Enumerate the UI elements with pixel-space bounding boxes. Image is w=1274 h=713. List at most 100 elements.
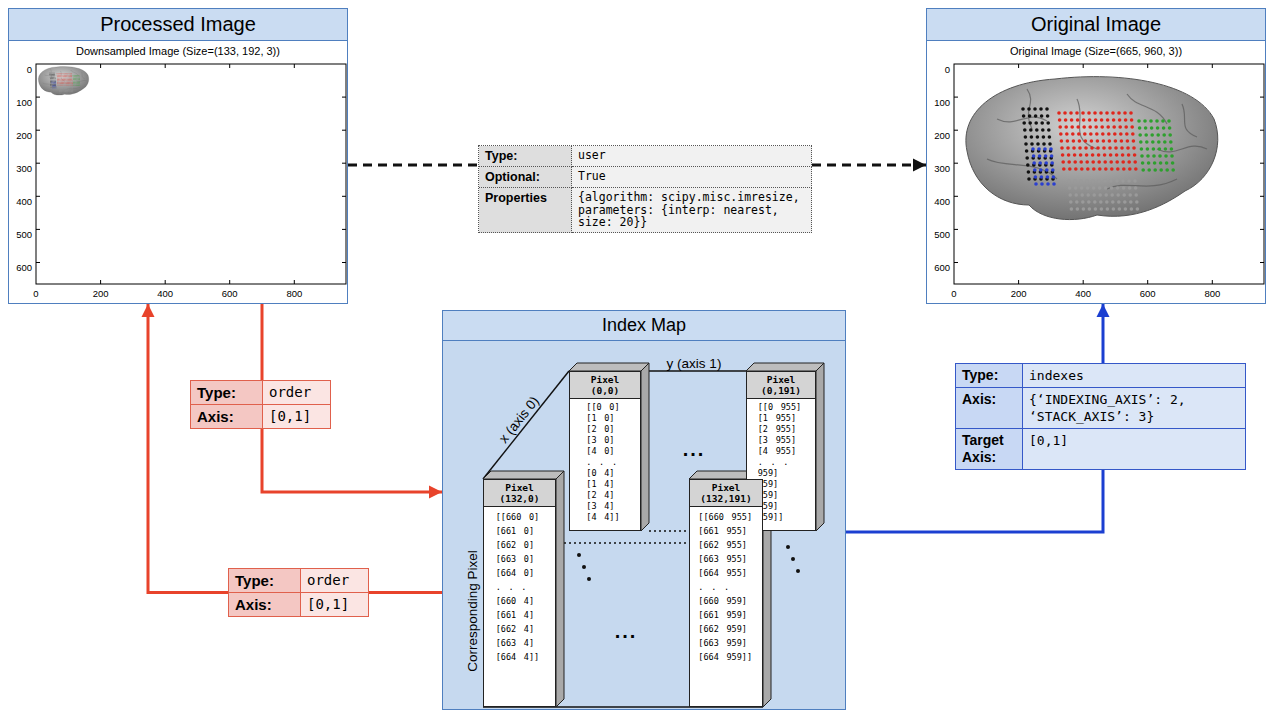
electrode-dot: [1122, 167, 1126, 171]
electrode-dot: [1094, 118, 1098, 122]
electrode-dot: [1066, 146, 1070, 150]
electrode-dot: [1156, 126, 1160, 130]
table-value: True: [572, 167, 812, 188]
electrode-dot: [1058, 125, 1062, 129]
electrode-dot: [1044, 161, 1048, 165]
electrode-dot: [1143, 119, 1147, 123]
arrow-head: [913, 159, 926, 172]
electrode-dot: [1073, 179, 1077, 183]
electrode-dot: [1049, 147, 1053, 151]
electrode-dot: [1038, 154, 1042, 158]
electrode-dot: [1039, 168, 1043, 172]
electrode-dot: [1082, 207, 1086, 211]
electrode-dot: [1069, 111, 1073, 115]
electrode-dot: [1164, 147, 1168, 151]
brain-illustration: [966, 77, 1218, 220]
electrode-dot: [1106, 125, 1110, 129]
electrode-dot: [1144, 126, 1148, 130]
electrode-dot: [1114, 139, 1118, 143]
electrode-dot: [1163, 140, 1167, 144]
electrode-dot: [1091, 153, 1095, 157]
electrode-dot: [1097, 160, 1101, 164]
electrode-dot: [1080, 193, 1084, 197]
electrode-dot: [1170, 154, 1174, 158]
electrode-dot: [1072, 146, 1076, 150]
electrode-dot: [1040, 182, 1044, 186]
electrode-dot: [1052, 182, 1056, 186]
index-map-panel: Index MapPixel (0,0)[[0 0] [1 0] [2 0] […: [442, 310, 846, 710]
electrode-dot: [1141, 161, 1145, 165]
electrode-dot: [1064, 125, 1068, 129]
electrode-dot: [1040, 114, 1044, 118]
tick-marks: [954, 64, 1264, 284]
table-value: [0,1]: [301, 593, 369, 617]
electrode-dot: [1079, 153, 1083, 157]
table-key: Type:: [191, 381, 263, 405]
electrode-dot: [1048, 135, 1052, 139]
electrode-dot: [1112, 118, 1116, 122]
electrode-dot: [1068, 193, 1072, 197]
electrode-dot: [1134, 193, 1138, 197]
electrode-dot: [1092, 186, 1096, 190]
electrode-dot: [1102, 139, 1106, 143]
electrode-dot: [1033, 168, 1037, 172]
electrode-dot: [1098, 193, 1102, 197]
table-value: order: [263, 381, 331, 405]
electrode-dot: [1092, 167, 1096, 171]
electrode-dot: [1093, 200, 1097, 204]
electrode-dot: [1078, 146, 1082, 150]
electrode-dots: [1021, 107, 1175, 211]
electrode-dot: [1074, 167, 1078, 171]
electrode-dot: [1091, 179, 1095, 183]
electrode-dot: [1042, 142, 1046, 146]
pixel-column: Pixel (132,191)[[660 955] [661 955] [662…: [689, 479, 763, 707]
electrode-dot: [1036, 142, 1040, 146]
column-top: [483, 471, 564, 479]
electrode-dot: [1083, 132, 1087, 136]
electrode-dot: [1115, 153, 1119, 157]
electrode-dot: [1042, 135, 1046, 139]
electrode-dot: [1104, 167, 1108, 171]
electrode-dot: [1171, 161, 1175, 165]
electrode-dot: [1117, 111, 1121, 115]
connector: [1097, 304, 1110, 363]
electrode-dot: [1115, 160, 1119, 164]
connector-line: [812, 164, 926, 167]
electrode-dot: [1106, 118, 1110, 122]
electrode-dot: [1109, 153, 1113, 157]
electrode-dot: [1094, 125, 1098, 129]
electrode-dot: [1061, 160, 1065, 164]
electrode-dot: [1112, 125, 1116, 129]
electrode-dot: [1152, 147, 1156, 151]
arrow-head: [1097, 304, 1110, 317]
electrode-dot: [1128, 193, 1132, 197]
tick-marks: [36, 64, 346, 284]
electrode-dot: [1111, 111, 1115, 115]
electrode-dot: [1156, 133, 1160, 137]
column-faces: [483, 363, 824, 707]
electrode-dot: [1070, 118, 1074, 122]
electrode-dot: [1128, 167, 1132, 171]
electrode-dot: [1033, 107, 1037, 111]
connector: [369, 592, 442, 593]
electrode-dot: [1103, 153, 1107, 157]
electrode-dot: [1093, 111, 1097, 115]
electrode-dot: [1032, 154, 1036, 158]
electrode-dot: [1162, 133, 1166, 137]
electrode-dot: [1105, 200, 1109, 204]
electrode-dot: [1133, 179, 1137, 183]
electrode-dot: [1167, 119, 1171, 123]
connector: [846, 470, 1103, 532]
electrode-dot: [1107, 132, 1111, 136]
electrode-dot: [1102, 146, 1106, 150]
electrode-dot: [1124, 125, 1128, 129]
connector: [142, 304, 229, 593]
electrode-dot: [1081, 200, 1085, 204]
electrode-dot: [1034, 114, 1038, 118]
electrode-dot: [1100, 118, 1104, 122]
electrode-dot: [1063, 111, 1067, 115]
electrode-dot: [1127, 179, 1131, 183]
electrode-dot: [1164, 154, 1168, 158]
panel-title: Processed Image: [9, 9, 347, 41]
electrode-dot: [1150, 126, 1154, 130]
